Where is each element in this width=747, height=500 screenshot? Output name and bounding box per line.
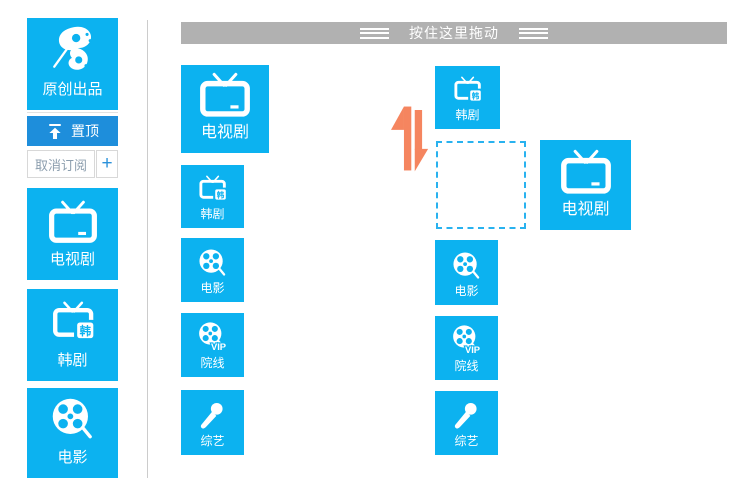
sidebar-tile-movies[interactable]: 电影 <box>27 388 118 478</box>
tv-icon <box>560 149 612 195</box>
film-reel-icon <box>451 250 482 281</box>
tv-icon <box>48 200 98 244</box>
microphone-icon <box>451 400 482 431</box>
pin-top-icon <box>46 123 64 140</box>
unsubscribe-label: 取消订阅 <box>34 157 87 173</box>
tile-label: 韩剧 <box>200 207 225 221</box>
vip-badge: VIP <box>211 342 226 352</box>
vip-badge: VIP <box>465 345 480 355</box>
tile-label: 院线 <box>454 359 479 373</box>
plus-icon: + <box>101 153 113 174</box>
unsubscribe-button[interactable]: 取消订阅 <box>27 150 95 178</box>
swap-vertical-icon <box>391 100 429 177</box>
tile-cinema-vip[interactable]: VIP 院线 <box>181 313 244 377</box>
film-reel-icon <box>197 247 228 278</box>
preview-tile-korean-drama[interactable]: 韩 韩剧 <box>435 66 500 129</box>
pin-top-button[interactable]: 置顶 <box>27 116 118 146</box>
tile-variety[interactable]: 综艺 <box>181 390 244 455</box>
microphone-icon <box>197 400 228 431</box>
tile-label: 电视剧 <box>561 201 610 218</box>
korean-badge: 韩 <box>217 190 225 200</box>
tv-korean-icon: 韩 <box>451 75 483 103</box>
korean-badge: 韩 <box>472 91 480 101</box>
tile-label: 韩剧 <box>455 108 480 122</box>
preview-tile-variety[interactable]: 综艺 <box>435 391 498 455</box>
sidebar-divider <box>147 20 148 478</box>
sidebar-featured-tile[interactable]: 原创出品 <box>27 18 118 110</box>
drag-lines-right-icon <box>519 27 548 39</box>
drag-handle-bar[interactable]: 按住这里拖动 <box>181 22 727 44</box>
film-reel-vip-icon: VIP <box>450 323 481 356</box>
preview-tile-movies[interactable]: 电影 <box>435 240 498 305</box>
tv-icon <box>199 72 251 118</box>
sidebar-tile-tv-drama[interactable]: 电视剧 <box>27 188 118 280</box>
pin-top-label: 置顶 <box>71 123 99 139</box>
tile-tv-drama-large[interactable]: 电视剧 <box>181 65 269 153</box>
divider <box>27 112 118 113</box>
film-reel-icon <box>49 395 96 442</box>
tile-label: 电影 <box>200 281 225 295</box>
tile-label: 电影 <box>57 449 88 466</box>
tile-korean-drama[interactable]: 韩 韩剧 <box>181 165 244 228</box>
tile-label: 电视剧 <box>200 124 249 141</box>
tile-movies[interactable]: 电影 <box>181 238 244 302</box>
sidebar-tile-korean-drama[interactable]: 韩 韩剧 <box>27 289 118 381</box>
tile-label: 院线 <box>200 356 225 370</box>
drag-bar-label: 按住这里拖动 <box>409 25 499 41</box>
tile-label: 韩剧 <box>57 352 88 369</box>
tv-korean-icon: 韩 <box>196 174 228 202</box>
tv-korean-icon: 韩 <box>48 299 96 341</box>
drop-target-dashed-box <box>436 141 526 229</box>
film-ribbon-icon <box>48 24 98 74</box>
korean-badge: 韩 <box>79 324 91 338</box>
dragged-tile-tv-drama[interactable]: 电视剧 <box>540 140 631 230</box>
preview-tile-cinema-vip[interactable]: VIP 院线 <box>435 316 498 380</box>
film-reel-vip-icon: VIP <box>196 320 227 353</box>
drag-lines-left-icon <box>360 27 389 39</box>
tile-label: 综艺 <box>200 434 225 448</box>
add-subscription-button[interactable]: + <box>96 150 118 178</box>
tile-label: 电影 <box>454 284 479 298</box>
tile-label: 综艺 <box>454 434 479 448</box>
tile-label: 电视剧 <box>49 251 95 268</box>
tile-label: 原创出品 <box>42 81 103 98</box>
